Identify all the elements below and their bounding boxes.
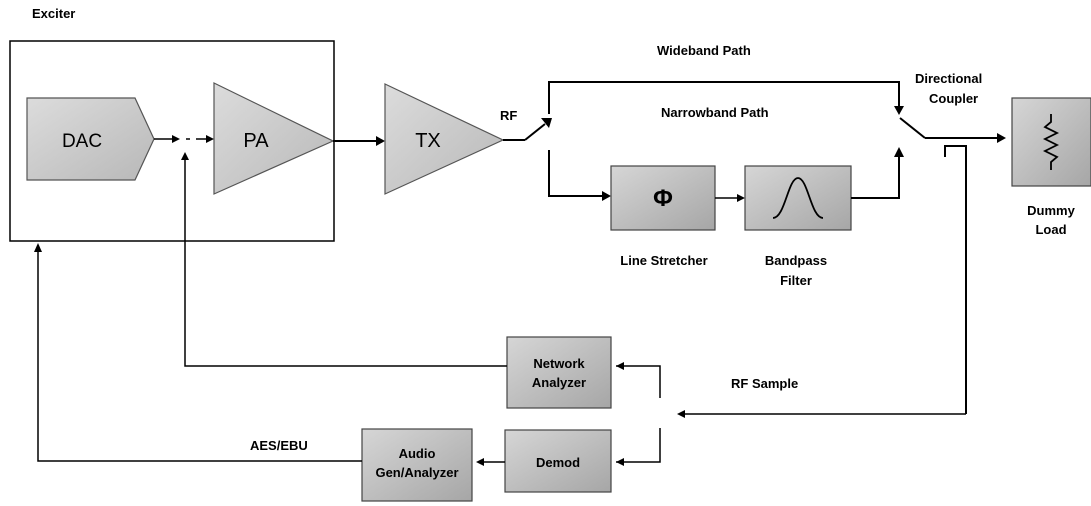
network-analyzer-label-1: Network xyxy=(533,356,585,371)
narrowband-output-wire xyxy=(851,156,900,199)
pa-block: PA xyxy=(213,82,335,195)
aes-ebu-feedback-wire xyxy=(37,252,362,462)
stretcher-filter-arrow xyxy=(737,194,745,202)
network-analyzer-block: Network Analyzer xyxy=(506,336,612,409)
input-switch-arrow xyxy=(541,118,552,128)
bandpass-filter-block xyxy=(744,165,852,231)
switch-to-network-wire xyxy=(616,365,661,398)
aes-ebu-label: AES/EBU xyxy=(250,438,308,453)
wideband-path-arrow xyxy=(894,106,904,115)
narrowband-input-arrow xyxy=(602,191,611,201)
dac-output-arrow xyxy=(172,135,180,143)
audio-analyzer-label-2: Gen/Analyzer xyxy=(375,465,458,480)
dummy-load-block xyxy=(1011,97,1091,187)
wideband-path-label: Wideband Path xyxy=(657,43,751,58)
audio-analyzer-label-1: Audio xyxy=(399,446,436,461)
narrowband-path-label: Narrowband Path xyxy=(661,105,769,120)
dac-label: DAC xyxy=(62,131,102,152)
rf-sample-label: RF Sample xyxy=(731,376,798,391)
rf-label: RF xyxy=(500,108,517,123)
wideband-path-wire xyxy=(548,81,900,114)
bandpass-filter-label-2: Filter xyxy=(780,273,812,288)
resistor-icon xyxy=(1042,114,1060,170)
switch-to-demod-wire xyxy=(616,428,661,463)
coupler-load-arrow xyxy=(997,133,1006,143)
network-analyzer-feedback-arrow xyxy=(181,152,189,160)
aes-ebu-feedback-arrow xyxy=(34,243,42,252)
tx-label: TX xyxy=(415,130,441,152)
network-analyzer-feedback-wire xyxy=(184,160,507,367)
exciter-label: Exciter xyxy=(32,6,75,21)
demod-label: Demod xyxy=(536,455,580,470)
rf-sample-arrow xyxy=(677,410,685,418)
dummy-load-label-1: Dummy xyxy=(1027,203,1075,218)
bandpass-curve-icon xyxy=(772,177,824,219)
directional-coupler-label-1: Directional xyxy=(915,71,982,86)
demod-audio-arrow xyxy=(476,458,484,466)
line-stretcher-block: Φ xyxy=(610,165,716,231)
pa-label: PA xyxy=(243,130,269,152)
network-analyzer-input-arrow xyxy=(616,362,624,370)
audio-analyzer-block: Audio Gen/Analyzer xyxy=(361,428,473,502)
line-stretcher-label: Line Stretcher xyxy=(620,253,707,268)
directional-coupler-label-2: Coupler xyxy=(929,91,978,106)
output-switch-arm xyxy=(899,117,926,139)
narrowband-input-wire xyxy=(548,150,602,197)
dummy-load-label-2: Load xyxy=(1035,222,1066,237)
narrowband-output-arrow xyxy=(894,147,904,157)
tx-block: TX xyxy=(384,83,505,195)
bandpass-filter-label-1: Bandpass xyxy=(765,253,827,268)
dac-block: DAC xyxy=(26,97,155,181)
coupler-sample-wire xyxy=(944,145,967,414)
network-analyzer-label-2: Analyzer xyxy=(532,375,586,390)
demod-block: Demod xyxy=(504,429,612,493)
pa-input-arrow xyxy=(206,135,214,143)
pa-tx-arrow xyxy=(376,136,385,146)
demod-input-arrow xyxy=(616,458,624,466)
input-switch-arm xyxy=(524,123,546,141)
phase-icon: Φ xyxy=(653,185,673,212)
